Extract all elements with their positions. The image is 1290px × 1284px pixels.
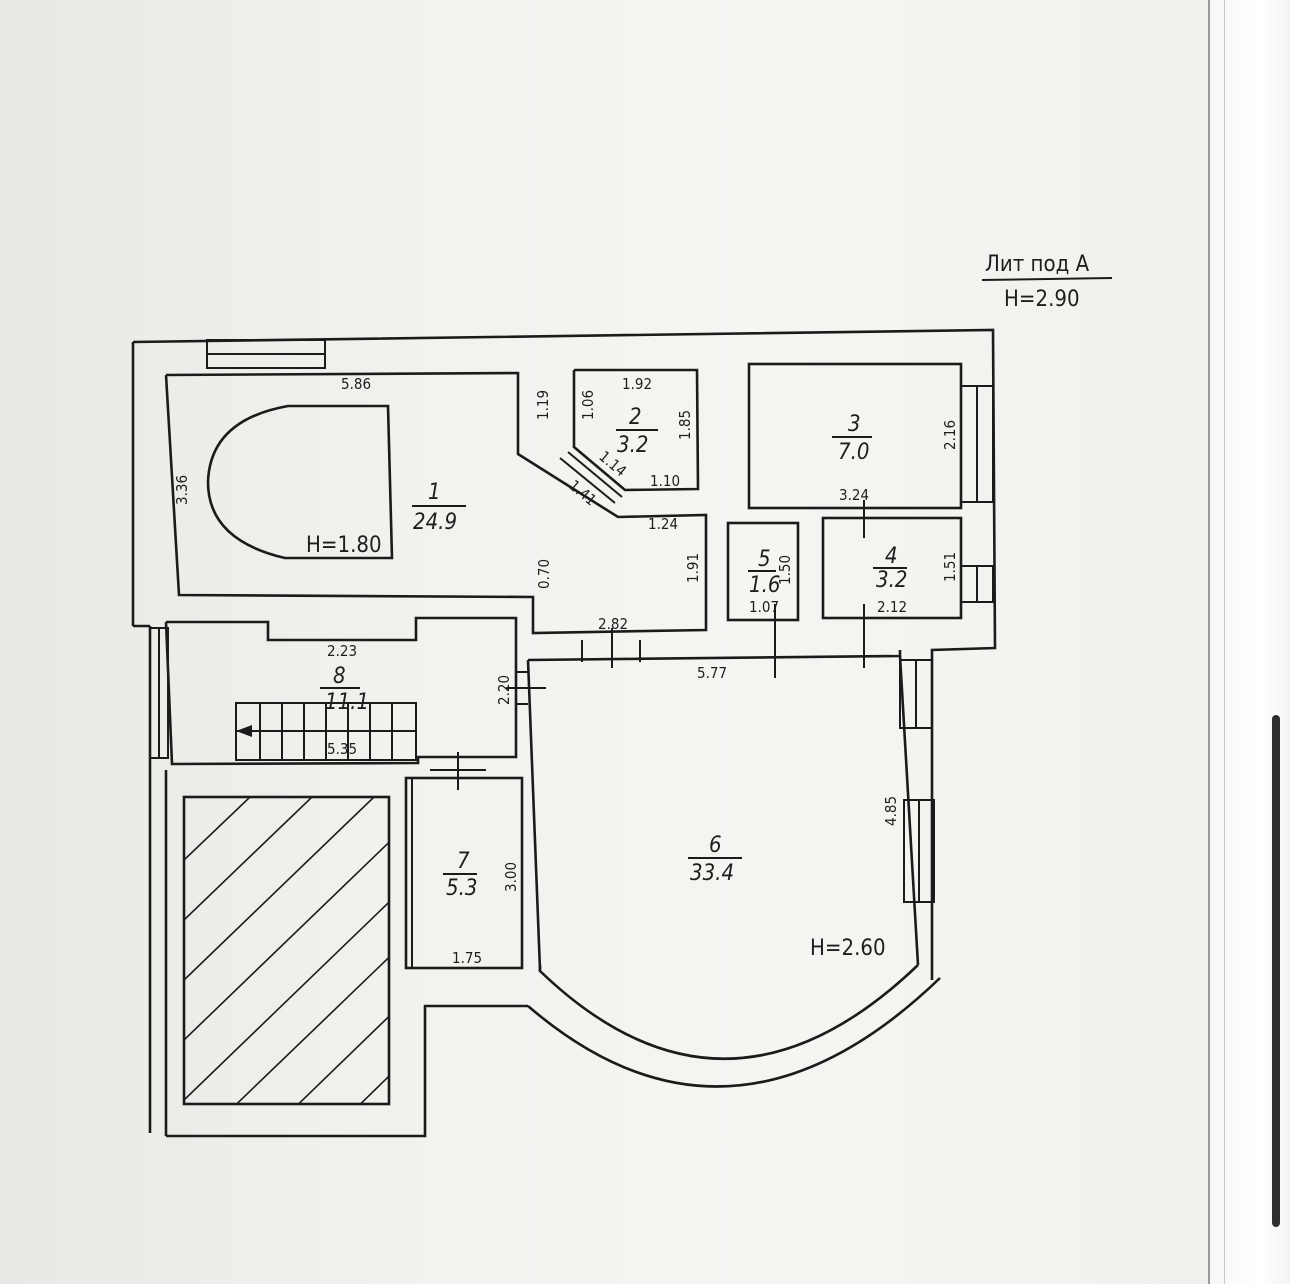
room-4-number: 4 [885, 544, 898, 569]
dim-2-82: 2.82 [598, 615, 628, 633]
scrollbar-thumb[interactable] [1272, 715, 1280, 1227]
dim-1-19: 1.19 [534, 390, 552, 420]
room-2-number: 2 [629, 405, 642, 430]
title-lit: Лит под А [985, 252, 1090, 277]
room-5: 1.50 1.07 5 1.6 [726, 521, 800, 678]
outer-wall-bottom [166, 1004, 528, 1138]
dim-2-16: 2.16 [941, 420, 959, 450]
dim-1-92: 1.92 [622, 375, 652, 393]
room-1-height: H=1.80 [306, 533, 382, 558]
dim-1-91: 1.91 [684, 553, 702, 583]
room-6-height: H=2.60 [810, 936, 886, 961]
bath-alcove [206, 404, 394, 560]
dim-2-23: 2.23 [327, 642, 357, 660]
dim-1-24: 1.24 [648, 515, 678, 533]
room-7: 3.00 1.75 7 5.3 [404, 752, 524, 970]
room-3: 2.16 3 7.0 3.24 [747, 362, 994, 510]
room-3-area: 7.0 [838, 440, 869, 465]
room-4-area: 3.2 [876, 568, 907, 593]
room-8-number: 8 [333, 664, 346, 689]
dim-0-70: 0.70 [535, 559, 553, 589]
dim-2-12: 2.12 [877, 598, 907, 616]
room-6: 2.82 5.77 4.85 6 33.4 H=2.60 [526, 615, 935, 971]
outer-walls [131, 328, 997, 1138]
room-7-area: 5.3 [446, 876, 477, 901]
room-6-number: 6 [709, 833, 722, 858]
hatched-area [182, 795, 391, 1106]
bay-inner-arc [538, 964, 919, 1061]
room-5-area: 1.6 [749, 573, 780, 598]
page-edge-line [1224, 0, 1225, 1284]
room-2: 1.92 1.06 1.85 1.14 1.41 1.10 2 3.2 [559, 368, 700, 509]
room-5-number: 5 [758, 547, 771, 572]
stair-arrow-head [236, 725, 252, 737]
dim-3-24: 3.24 [839, 486, 869, 504]
title-block: Лит под А H=2.90 [981, 252, 1113, 312]
room-1: 5.86 3.36 1.19 0.70 1.24 1.91 1 24.9 H=1… [164, 371, 708, 635]
dim-5-35: 5.35 [327, 740, 357, 758]
room-2-area: 3.2 [617, 433, 648, 458]
window-room1 [206, 339, 326, 369]
outer-wall-top-right [132, 328, 997, 980]
dim-5-77: 5.77 [697, 664, 727, 682]
dim-1-10: 1.10 [650, 472, 680, 490]
dim-1-41: 1.41 [565, 476, 600, 509]
title-underline [981, 277, 1113, 281]
dim-1-51: 1.51 [941, 552, 959, 582]
dim-3-36: 3.36 [173, 475, 191, 505]
room-8-area: 11.1 [325, 690, 369, 715]
room-8: 2.23 2.20 5.35 8 11.1 [149, 616, 546, 766]
dim-1-06: 1.06 [579, 390, 597, 420]
dim-1-50: 1.50 [776, 555, 794, 585]
room-4: 1.51 2.12 4 3.2 [821, 500, 994, 668]
dim-4-85: 4.85 [882, 796, 900, 826]
dim-1-75: 1.75 [452, 949, 482, 967]
room-6-area: 33.4 [690, 861, 734, 886]
dim-3-00: 3.00 [502, 862, 520, 892]
bay-outer-arc [527, 977, 941, 1088]
room-3-number: 3 [848, 412, 861, 437]
dim-1-85: 1.85 [676, 410, 694, 440]
dim-5-86: 5.86 [341, 375, 371, 393]
room-1-number: 1 [428, 480, 441, 505]
dim-1-07: 1.07 [749, 598, 779, 616]
dim-2-20: 2.20 [495, 675, 513, 705]
room-1-area: 24.9 [413, 510, 457, 535]
room-7-number: 7 [457, 849, 470, 874]
title-height: H=2.90 [1004, 287, 1080, 312]
